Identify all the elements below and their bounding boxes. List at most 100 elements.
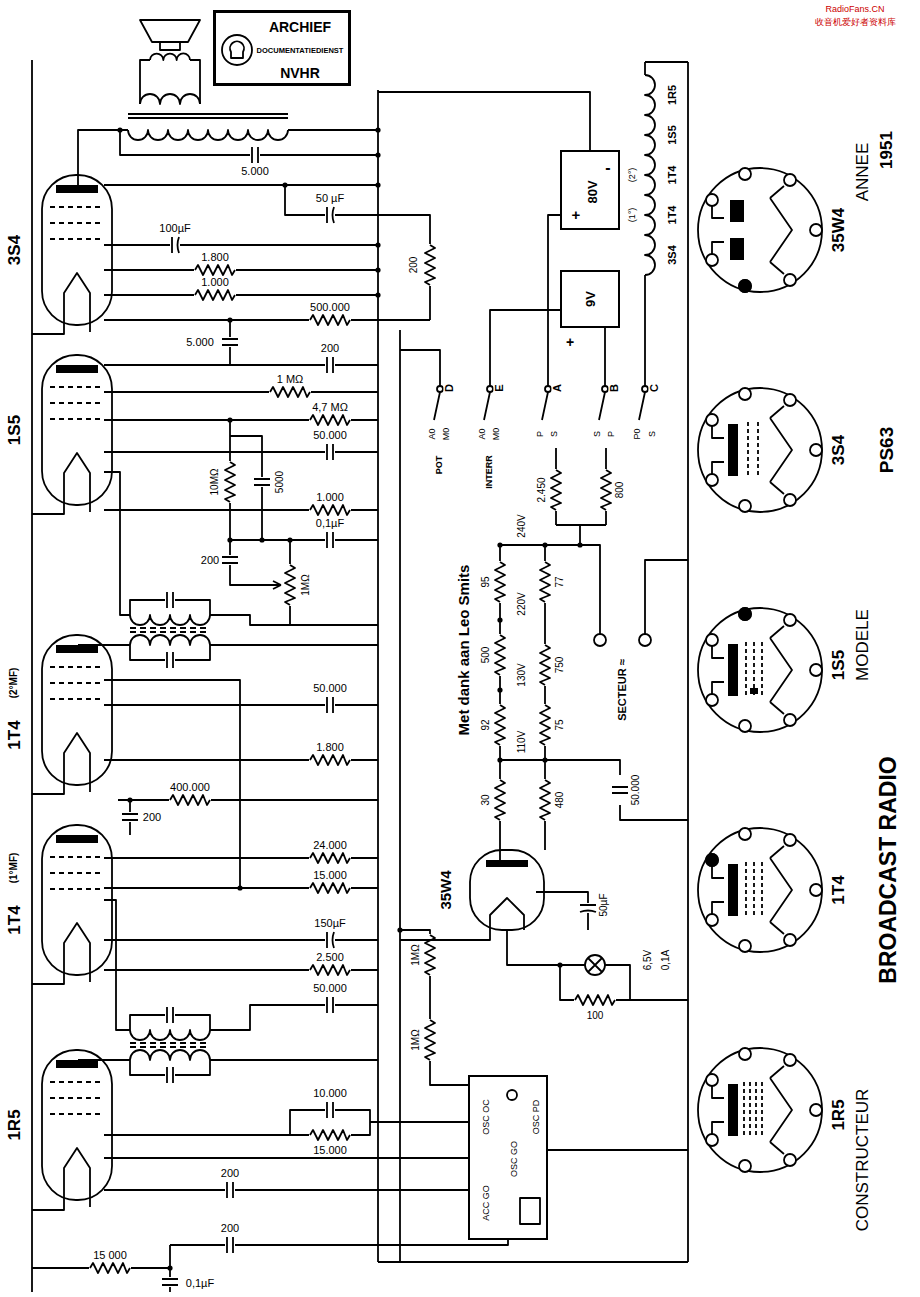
pinout-name: 3S4 (830, 434, 847, 466)
if-stage-1 (397, 927, 402, 932)
if-stage-1 (165, 1066, 175, 1084)
detector-stage (230, 539, 378, 541)
switch-and-mains (500, 760, 688, 820)
detector-stage (287, 537, 292, 542)
if-transformer (165, 591, 175, 609)
if-stage-1 (104, 900, 130, 1030)
component-value: 4,7 MΩ (311, 402, 349, 413)
if-stage-1 (237, 885, 242, 890)
tubes (32, 325, 90, 334)
tube-pinouts (698, 168, 822, 292)
rectifier-stage (588, 958, 602, 972)
component-value: 500.000 (309, 302, 351, 313)
rectifier-stage (486, 860, 528, 867)
pinout-name: 1T4 (830, 874, 847, 905)
polarity-mark: + (565, 335, 575, 349)
component-value: 1.800 (315, 742, 345, 753)
detector-stage (227, 417, 232, 422)
tube-pinouts (746, 862, 762, 918)
detector-stage (253, 477, 271, 487)
speaker-and-output-transformer (288, 129, 378, 131)
rectifier-stage (400, 850, 688, 1006)
component-value: 1MΩ (411, 1028, 421, 1051)
if-stage-1 (309, 882, 351, 894)
converter-stage (32, 1090, 688, 1292)
tube-pinouts (728, 424, 738, 476)
if-stage-2 (169, 794, 211, 806)
output-stage (424, 244, 436, 286)
component-value: 0,1µF (185, 1278, 215, 1289)
tube-name: 1S5 (6, 414, 23, 446)
speaker-and-output-transformer (128, 114, 288, 118)
output-stage (117, 127, 122, 132)
contact-name: S (550, 430, 559, 438)
speaker-and-output-transformer (128, 130, 288, 140)
if-stage-1 (400, 930, 468, 1085)
tube-pinouts (728, 644, 738, 696)
title-field: MODELE (854, 608, 871, 682)
rectifier-stage (400, 930, 490, 940)
switch-and-mains (494, 561, 506, 603)
component-value: 2.500 (315, 952, 345, 963)
contact-name: S (593, 430, 602, 438)
if-stage-1 (165, 1006, 175, 1024)
detector-stage (325, 356, 335, 374)
if-transformer (210, 644, 378, 646)
output-stage (309, 314, 351, 326)
switch-and-mains (645, 560, 688, 634)
filament-role: (1°) (628, 207, 637, 224)
pin-name: ACC GO (482, 1184, 491, 1222)
detector-stage (104, 391, 378, 393)
if-stage-1 (424, 1019, 436, 1061)
converter-stage (225, 1236, 235, 1254)
if-stage-1 (309, 852, 351, 864)
if-stage-1 (309, 964, 351, 976)
switch-and-mains (539, 561, 551, 603)
schematic-wiring (32, 60, 688, 1292)
pinout-name: 1R5 (830, 1098, 847, 1131)
component-value: 10.000 (312, 1088, 348, 1099)
component-value: 15 000 (92, 1250, 128, 1261)
component-value: 30 (481, 793, 491, 806)
battery-voltage: 80V (586, 179, 599, 204)
filament-and-batteries (644, 275, 646, 386)
component-value: 15.000 (312, 1145, 348, 1156)
component-value: 77 (555, 575, 565, 588)
tube-pinouts (698, 1048, 822, 1172)
pinout-name: 1S5 (830, 649, 847, 681)
battery-box: 9V (560, 270, 620, 328)
tube-pinouts (698, 168, 822, 292)
component-value: 100 (586, 1011, 605, 1021)
output-stage (375, 127, 380, 132)
speaker-and-output-transformer (140, 60, 200, 104)
component-value: 50.000 (312, 983, 348, 994)
if-stage-1 (325, 931, 335, 949)
switch-letter: D (444, 383, 455, 393)
component-value: 500 (481, 646, 491, 665)
stamp-text: DOCUMENTATIEDIENST (256, 47, 345, 55)
output-stage (375, 152, 380, 157)
component-value: 0,1µF (315, 518, 345, 529)
filament-and-batteries (378, 92, 590, 150)
pinout-name: 35W4 (830, 207, 847, 253)
output-stage (104, 184, 378, 186)
converter-stage (325, 1101, 335, 1119)
output-stage (375, 292, 380, 297)
tubes (32, 1200, 90, 1210)
tube-role: (2°MF) (9, 667, 19, 700)
polarity-mark: + (571, 207, 582, 222)
rectifier-stage (585, 955, 605, 975)
if-transformer (130, 635, 210, 645)
output-stage (194, 289, 236, 301)
tube-pinouts (728, 864, 738, 916)
detector-stage (227, 317, 232, 322)
detector-stage (309, 504, 351, 516)
tube-pinouts (746, 642, 762, 698)
switch-and-mains (434, 392, 645, 420)
tube-pinouts (739, 280, 751, 292)
switch-and-mains (487, 386, 493, 392)
title-field: CONSTRUCTEUR (854, 1088, 871, 1233)
component-value: 200 (200, 555, 220, 566)
tubes (42, 1050, 112, 1200)
if-stage-2 (121, 812, 139, 822)
